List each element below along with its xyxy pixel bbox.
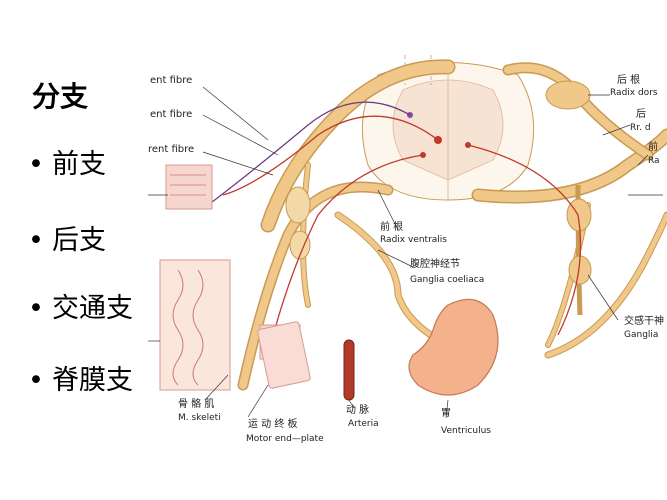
coeliac-ganglia bbox=[285, 186, 311, 260]
label-fibre-3: rent fibre bbox=[148, 144, 194, 155]
bullet-text: 交通支 bbox=[52, 293, 133, 324]
bullet-item: • 交通支 bbox=[28, 286, 133, 325]
label-m-skeleti-cn: 骨 骼 肌 bbox=[178, 397, 214, 410]
leader-lines bbox=[148, 86, 663, 419]
stomach bbox=[408, 298, 499, 396]
label-ventral-ramus-cn: 前 bbox=[648, 140, 658, 153]
label-motor-end-plate-la: Motor end—plate bbox=[246, 434, 324, 444]
bullet-dot: • bbox=[28, 365, 44, 396]
bullet-item: • 后支 bbox=[28, 218, 106, 257]
skin-receptor-block bbox=[165, 164, 213, 210]
label-fibre-2: ent fibre bbox=[150, 109, 192, 120]
label-radix-ventralis-la: Radix ventralis bbox=[380, 235, 447, 245]
label-motor-end-plate-cn: 运 动 终 板 bbox=[248, 417, 298, 430]
label-ganglia-coeliaca-cn: 腹腔神经节 bbox=[410, 257, 460, 270]
spinal-nerve-figure: ent fibre ent fibre rent fibre 后 根 Radix… bbox=[148, 55, 667, 445]
slide-title: 分支 bbox=[32, 80, 89, 113]
label-sympathetic-la: Ganglia bbox=[624, 330, 658, 340]
spinal-cord bbox=[361, 55, 535, 201]
label-rr-dorsales-la: Rr. d bbox=[630, 123, 651, 133]
label-radix-ventralis-cn: 前 根 bbox=[380, 220, 403, 233]
label-radix-dorsalis-la: Radix dors bbox=[610, 88, 658, 98]
label-fibre-1: ent fibre bbox=[150, 75, 192, 86]
dorsal-root-ganglion bbox=[545, 80, 591, 110]
bullet-dot: • bbox=[28, 225, 44, 256]
label-ventriculus-cn: 胃 bbox=[441, 407, 451, 419]
nerve-trunks bbox=[237, 59, 667, 391]
bullet-item: • 脊膜支 bbox=[28, 358, 133, 397]
motor-end-plate bbox=[257, 321, 311, 389]
label-rr-dorsales-cn: 后 bbox=[636, 108, 646, 120]
bullet-dot: • bbox=[28, 149, 44, 180]
artery bbox=[343, 339, 355, 401]
bullet-text: 脊膜支 bbox=[52, 365, 133, 396]
bullet-text: 前支 bbox=[52, 149, 106, 180]
bullet-item: • 前支 bbox=[28, 142, 106, 181]
label-sympathetic-cn: 交感干神 bbox=[624, 314, 664, 327]
label-arteria-la: Arteria bbox=[348, 419, 379, 429]
bullet-text: 后支 bbox=[52, 225, 106, 256]
figure-labels: ent fibre ent fibre rent fibre 后 根 Radix… bbox=[148, 73, 664, 444]
label-arteria-cn: 动 脉 bbox=[346, 403, 369, 416]
label-radix-dorsalis-cn: 后 根 bbox=[617, 73, 640, 86]
label-ganglia-coeliaca-la: Ganglia coeliaca bbox=[410, 275, 484, 285]
fibre-paths bbox=[207, 101, 582, 356]
label-ventriculus-la: Ventriculus bbox=[441, 426, 491, 436]
spinal-nerve-diagram: ent fibre ent fibre rent fibre 后 根 Radix… bbox=[148, 55, 667, 444]
label-m-skeleti-la: M. skeleti bbox=[178, 413, 221, 423]
bullet-dot: • bbox=[28, 293, 44, 324]
gut-wall-block bbox=[159, 259, 231, 391]
label-ventral-ramus-la: Ra bbox=[648, 156, 660, 166]
